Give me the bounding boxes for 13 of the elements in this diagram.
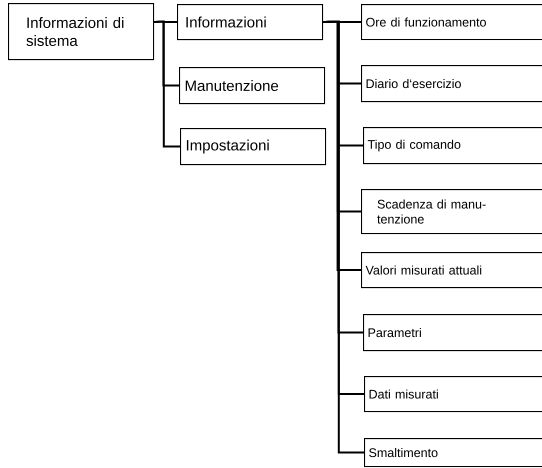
menu-box: Diario d‘esercizio <box>361 65 542 102</box>
menu-box: Impostazioni <box>180 128 326 166</box>
menu-box: Smaltimento <box>364 438 542 468</box>
menu-box: Valori misurati attuali <box>361 252 542 288</box>
menu-box: Manutenzione <box>179 67 326 104</box>
menu-box: Tipo di comando <box>363 127 542 164</box>
menu-box: Dati misurati <box>364 376 542 412</box>
menu-box: Ore di funzionamento <box>361 4 542 40</box>
menu-box: Scadenza di manu- tenzione <box>361 189 542 234</box>
menu-box: Parametri <box>363 314 542 352</box>
menu-box: Informazioni <box>177 4 324 40</box>
connector-line <box>153 20 181 148</box>
menu-box: Informazioni di sistema <box>8 3 154 60</box>
